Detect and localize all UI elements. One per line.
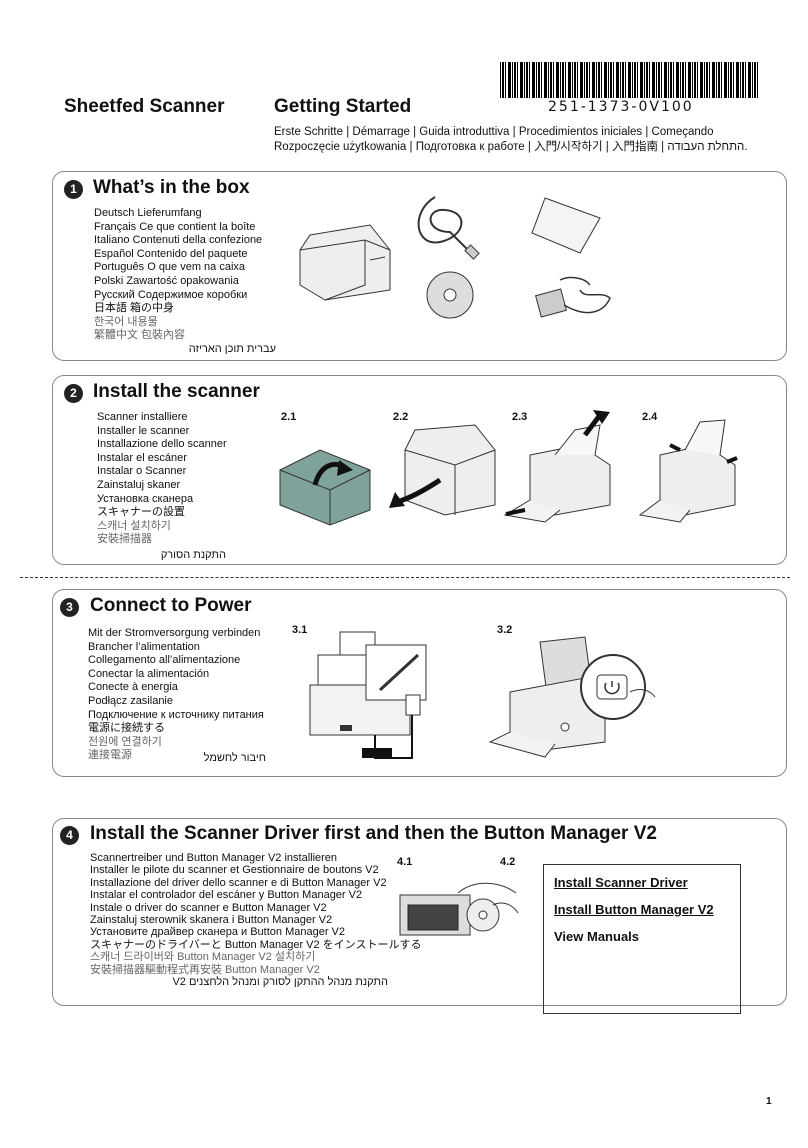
- step-label: 2.2: [393, 411, 409, 423]
- lang-line: Zainstaluj skaner: [97, 478, 181, 491]
- step-label: 4.2: [500, 856, 516, 868]
- cd-insert-illustration: [399, 882, 519, 936]
- lang-line: 電源に接続する: [88, 722, 165, 735]
- scanner-illustration: [299, 224, 391, 301]
- lang-line: スキャナーのドライバーと Button Manager V2 をインストールする: [90, 938, 422, 951]
- page-title: Getting Started: [274, 96, 412, 117]
- section-2-number: 2: [64, 384, 83, 403]
- lang-line: Italiano Contenuti della confezione: [94, 234, 263, 247]
- install-button-manager-link[interactable]: Install Button Manager V2: [554, 902, 714, 917]
- step-3-1-illustration: [309, 631, 427, 759]
- section-3-langs: Mit der Stromversorgung verbinden Branch…: [88, 627, 264, 763]
- section-1-number: 1: [64, 180, 83, 199]
- lang-line: 스캐너 설치하기: [97, 519, 171, 532]
- section-2-langs: Scanner installiere Installer le scanner…: [97, 411, 227, 547]
- step-label: 2.1: [281, 411, 297, 423]
- section-3-rtl: חיבור לחשמל: [203, 752, 266, 764]
- lang-line: Instalar el escáner: [97, 451, 187, 464]
- section-install-driver: [52, 818, 787, 1006]
- lang-line: Подключение к источнику питания: [88, 708, 264, 721]
- usb-cable-illustration: [417, 196, 480, 260]
- lang-line: スキャナーの設置: [97, 506, 185, 519]
- manual-illustration: [531, 197, 601, 254]
- lang-line: 連接電源: [88, 749, 132, 762]
- lang-line: 日本語 箱の中身: [94, 302, 175, 315]
- lang-line: Installazione del driver dello scanner e…: [90, 876, 387, 889]
- section-4-number: 4: [60, 826, 79, 845]
- section-3-number: 3: [60, 598, 79, 617]
- translations-line-1: Erste Schritte | Démarrage | Guida intro…: [274, 126, 714, 138]
- section-install-scanner: [52, 375, 787, 565]
- view-manuals-link[interactable]: View Manuals: [554, 929, 640, 944]
- lang-line: Mit der Stromversorgung verbinden: [88, 627, 261, 639]
- install-scanner-driver-link[interactable]: Install Scanner Driver: [554, 875, 688, 890]
- step-label: 3.2: [497, 624, 513, 636]
- lang-line: Scannertreiber und Button Manager V2 ins…: [90, 852, 338, 864]
- page-number: 1: [766, 1096, 772, 1107]
- lang-line: Español Contenido del paquete: [94, 247, 248, 260]
- lang-line: Deutsch Lieferumfang: [94, 207, 202, 219]
- lang-line: Installer le scanner: [97, 424, 190, 437]
- lang-line: Zainstaluj sterownik skanera i Button Ma…: [90, 914, 333, 927]
- step-2-4-illustration: [638, 419, 738, 523]
- section-whats-in-box: [52, 171, 787, 361]
- lang-line: Conectar la alimentación: [88, 667, 210, 680]
- lang-line: Conecte à energia: [88, 681, 178, 694]
- section-4-langs: Scannertreiber und Button Manager V2 ins…: [90, 852, 421, 976]
- product-name: Sheetfed Scanner: [64, 96, 225, 117]
- lang-line: Русский Содержимое коробки: [94, 288, 248, 301]
- part-number: 251-1373-0V100: [548, 99, 694, 115]
- step-label: 2.3: [512, 411, 528, 423]
- lang-line: Установка сканера: [97, 492, 194, 505]
- lang-line: Français Ce que contient la boîte: [94, 220, 256, 233]
- lang-line: 전원에 연결하기: [88, 735, 162, 748]
- lang-line: Scanner installiere: [97, 411, 188, 423]
- step-label: 4.1: [397, 856, 413, 868]
- step-label: 2.4: [642, 411, 658, 423]
- step-2-3-illustration: [503, 410, 611, 523]
- lang-line: Brancher l’alimentation: [88, 640, 200, 653]
- lang-line: 繁體中文 包裝內容: [94, 329, 186, 342]
- lang-line: Collegamento all’alimentazione: [88, 654, 241, 667]
- cd-illustration: [426, 271, 474, 319]
- lang-line: 한국어 내용물: [94, 315, 158, 328]
- lang-line: Instale o driver do scanner e Button Man…: [90, 901, 327, 914]
- section-4-rtl: התקנת מנהל ההתקן לסורק ומנהל הלחצנים V2: [172, 976, 388, 988]
- lang-line: Instalar o Scanner: [97, 465, 187, 478]
- section-connect-power: [52, 589, 787, 777]
- lang-line: 安裝掃描器驅動程式再安裝 Button Manager V2: [90, 963, 320, 976]
- lang-line: Installazione dello scanner: [97, 438, 227, 451]
- lang-line: Установите драйвер сканера и Button Mana…: [90, 926, 346, 939]
- lang-line: Podłącz zasilanie: [88, 694, 173, 707]
- lang-line: 스캐너 드라이버와 Button Manager V2 설치하기: [90, 951, 316, 964]
- section-2-title: Install the scanner: [93, 381, 260, 402]
- lang-line: Installer le pilote du scanner et Gestio…: [90, 864, 379, 877]
- section-2-rtl: התקנת הסורק: [160, 549, 226, 561]
- install-links-box: Install Scanner Driver Install Button Ma…: [543, 864, 741, 1014]
- cut-line: [20, 577, 790, 578]
- lang-line: Instalar el controlador del escáner y Bu…: [90, 889, 363, 902]
- lang-line: Polski Zawartość opakowania: [94, 274, 239, 287]
- section-3-title: Connect to Power: [90, 595, 252, 616]
- step-3-2-illustration: [488, 636, 656, 758]
- section-4-title: Install the Scanner Driver first and the…: [90, 823, 657, 844]
- lang-line: Português O que vem na caixa: [94, 261, 246, 274]
- step-2-1-illustration: [279, 449, 371, 526]
- lang-line: 安裝掃描器: [97, 533, 152, 546]
- barcode: [500, 62, 758, 98]
- section-1-title: What’s in the box: [93, 177, 250, 198]
- section-1-rtl: עברית תוכן האריזה: [188, 343, 276, 355]
- step-label: 3.1: [292, 624, 308, 636]
- section-1-langs: Deutsch Lieferumfang Français Ce que con…: [94, 207, 262, 343]
- power-adapter-illustration: [534, 276, 611, 318]
- step-2-2-illustration: [389, 424, 496, 516]
- translations-line-2: Rozpoczęcie użytkowania | Подготовка к р…: [274, 141, 748, 153]
